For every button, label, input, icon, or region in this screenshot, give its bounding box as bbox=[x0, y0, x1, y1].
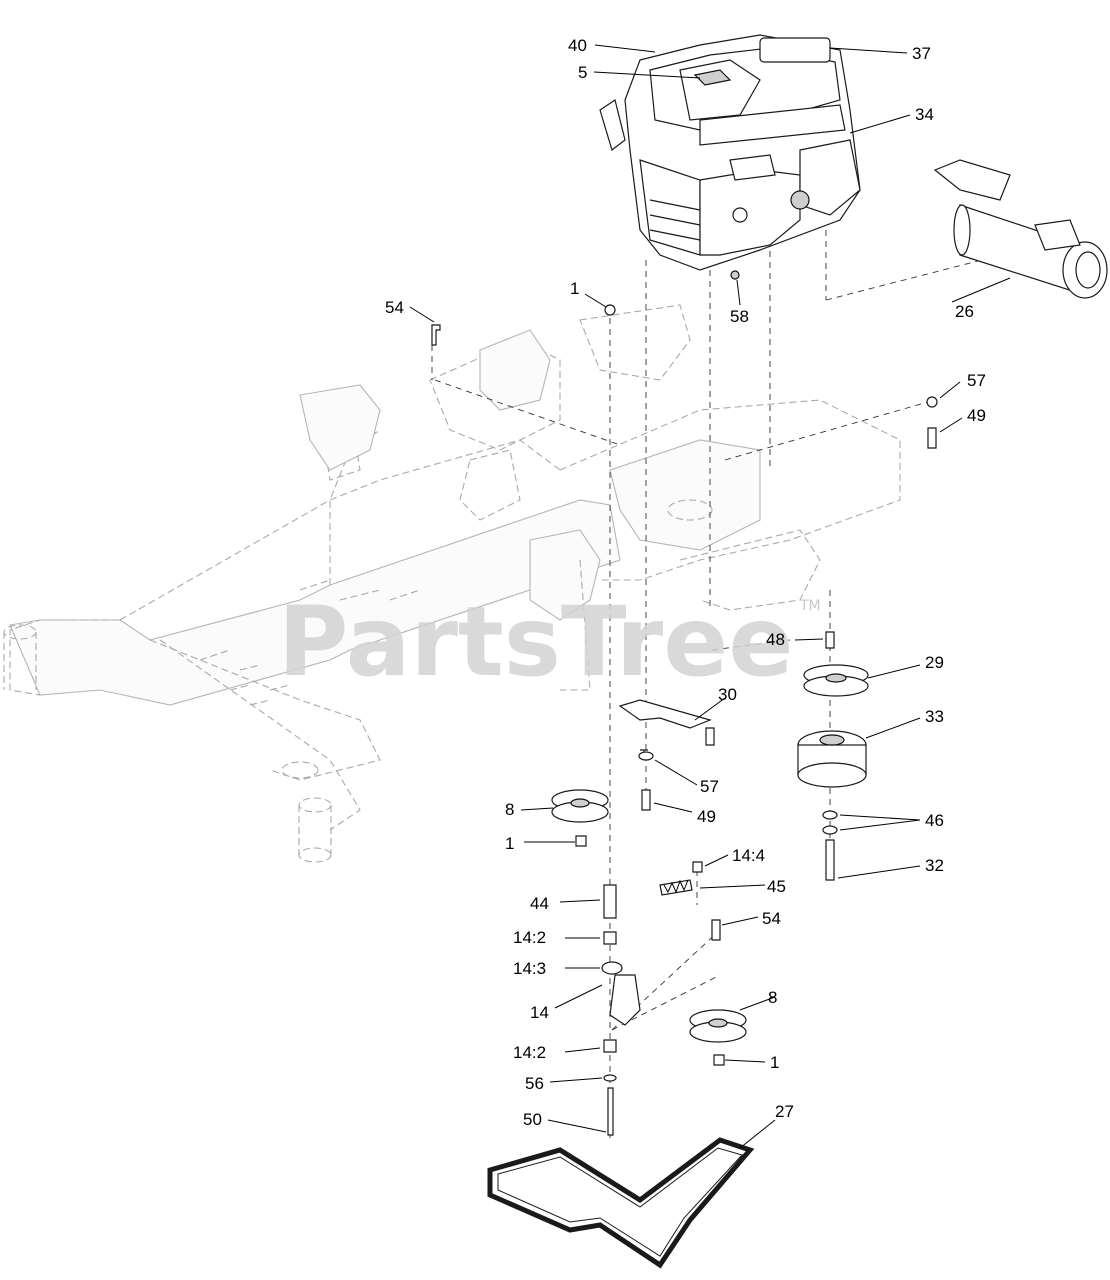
callout-44: 44 bbox=[530, 894, 549, 913]
idler-bracket bbox=[618, 699, 715, 746]
callout-26: 26 bbox=[955, 302, 974, 321]
callout-14-2-lower: 14:2 bbox=[513, 1043, 546, 1062]
callout-57-center: 57 bbox=[700, 777, 719, 796]
callout-8-left: 8 bbox=[505, 800, 514, 819]
callout-34: 34 bbox=[915, 105, 934, 124]
callout-14-3: 14:3 bbox=[513, 959, 546, 978]
drive-belt bbox=[487, 1137, 755, 1269]
callout-54-center: 54 bbox=[762, 909, 781, 928]
callout-14-4: 14:4 bbox=[732, 846, 765, 865]
callout-49-right: 49 bbox=[967, 406, 986, 425]
callout-57-right: 57 bbox=[967, 371, 986, 390]
pulleys bbox=[551, 664, 869, 1043]
callout-1-lower: 1 bbox=[770, 1053, 779, 1072]
chassis-frame bbox=[3, 304, 901, 863]
callout-14-2-upper: 14:2 bbox=[513, 928, 546, 947]
muffler bbox=[933, 159, 1108, 299]
engine bbox=[599, 34, 861, 280]
callout-1-left: 1 bbox=[505, 834, 514, 853]
callout-46: 46 bbox=[925, 811, 944, 830]
callout-33: 33 bbox=[925, 707, 944, 726]
callout-32: 32 bbox=[925, 856, 944, 875]
callout-14: 14 bbox=[530, 1003, 549, 1022]
hardware bbox=[431, 304, 938, 1066]
watermark-trademark: TM bbox=[799, 598, 821, 614]
idler-arm bbox=[601, 879, 693, 1136]
callout-29: 29 bbox=[925, 653, 944, 672]
callout-1-top: 1 bbox=[570, 279, 579, 298]
callout-58: 58 bbox=[730, 307, 749, 326]
callout-54-top: 54 bbox=[385, 298, 404, 317]
callout-45: 45 bbox=[767, 877, 786, 896]
watermark: PartsTree bbox=[278, 586, 793, 698]
callout-30: 30 bbox=[718, 685, 737, 704]
callout-27: 27 bbox=[775, 1102, 794, 1121]
leader-lines bbox=[409, 44, 1011, 1149]
callout-49-center: 49 bbox=[697, 807, 716, 826]
callout-50: 50 bbox=[523, 1110, 542, 1129]
callout-5: 5 bbox=[578, 63, 587, 82]
callout-40: 40 bbox=[568, 36, 587, 55]
callout-48: 48 bbox=[766, 630, 785, 649]
callout-56: 56 bbox=[525, 1074, 544, 1093]
callout-37: 37 bbox=[912, 44, 931, 63]
callout-8-lower: 8 bbox=[768, 988, 777, 1007]
callout-labels: 40 37 5 34 26 1 58 54 57 49 48 29 30 33 … bbox=[385, 36, 986, 1129]
